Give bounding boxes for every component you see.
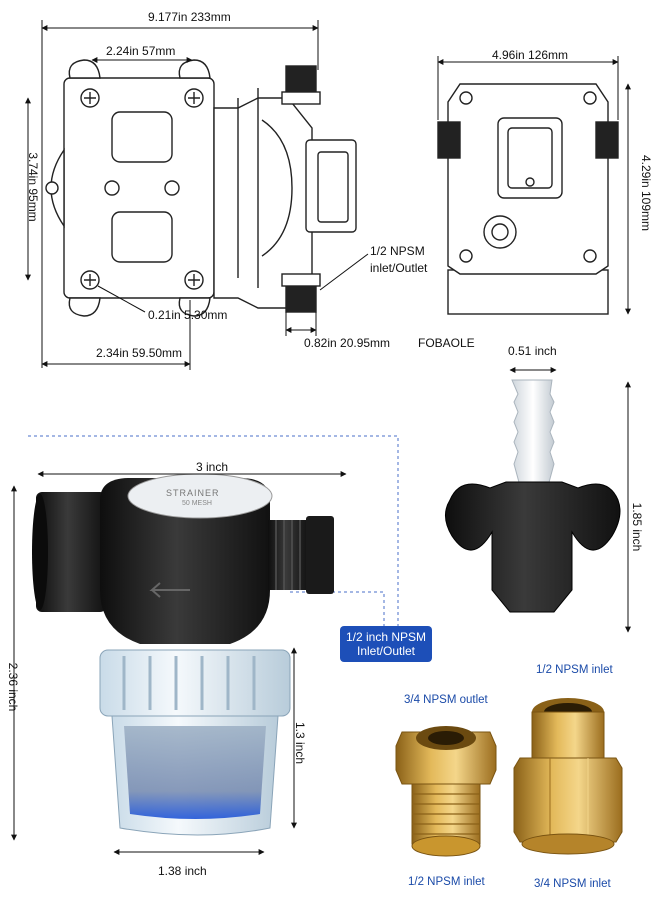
- pump-front-view: [437, 83, 619, 315]
- adapter-right-top-label: 1/2 NPSM inlet: [536, 664, 613, 676]
- strainer-dimension-lines: [11, 471, 347, 855]
- hole-size-label: 0.21in 5.30mm: [148, 308, 228, 322]
- strainer-drawing: [28, 435, 399, 836]
- barb-dimension-lines: [509, 367, 631, 633]
- pump-height-label: 3.74in 95mm: [26, 152, 40, 222]
- front-width-label: 4.96in 126mm: [492, 48, 569, 62]
- adapter-left-drawing: [395, 726, 497, 857]
- brand-label: FOBAOLE: [418, 336, 475, 350]
- strainer-width-label: 3 inch: [196, 460, 229, 474]
- barb-tip-label: 0.51 inch: [508, 344, 557, 358]
- pump-side-view: [45, 59, 357, 317]
- npsm-badge: 1/2 inch NPSM Inlet/Outlet: [340, 626, 432, 662]
- overall-length-label: 9.177in 233mm: [148, 10, 231, 24]
- adapter-left-top-label: 3/4 NPSM outlet: [404, 694, 488, 706]
- adapter-right-bottom-label: 3/4 NPSM inlet: [534, 878, 611, 890]
- port-size-label: 0.82in 20.95mm: [304, 336, 391, 350]
- strainer-height-label: 2.36 inch: [6, 662, 20, 712]
- barb-drawing: [445, 379, 621, 613]
- adapter-left-bottom-label: 1/2 NPSM inlet: [408, 876, 485, 888]
- mount-spacing-label: 2.24in 57mm: [106, 44, 176, 58]
- barb-height-label: 1.85 inch: [630, 502, 644, 552]
- npsm-badge-line1: 1/2 inch NPSM: [345, 630, 427, 644]
- bowl-height-label: 1.3 inch: [293, 721, 307, 765]
- port-label-line2: inlet/Outlet: [370, 261, 428, 275]
- npsm-badge-line2: Inlet/Outlet: [356, 644, 416, 658]
- front-dimension-lines: [437, 56, 631, 315]
- port-label-line1: 1/2 NPSM: [370, 244, 425, 258]
- front-height-label: 4.29in 109mm: [639, 154, 653, 232]
- strainer-cap-subtext: 50 MESH: [182, 500, 212, 507]
- strainer-cap-text: STRAINER: [166, 488, 220, 498]
- pump-dimension-lines: [25, 20, 369, 370]
- base-offset-label: 2.34in 59.50mm: [96, 346, 183, 360]
- adapter-right-drawing: [513, 698, 623, 855]
- bowl-width-label: 1.38 inch: [158, 864, 207, 878]
